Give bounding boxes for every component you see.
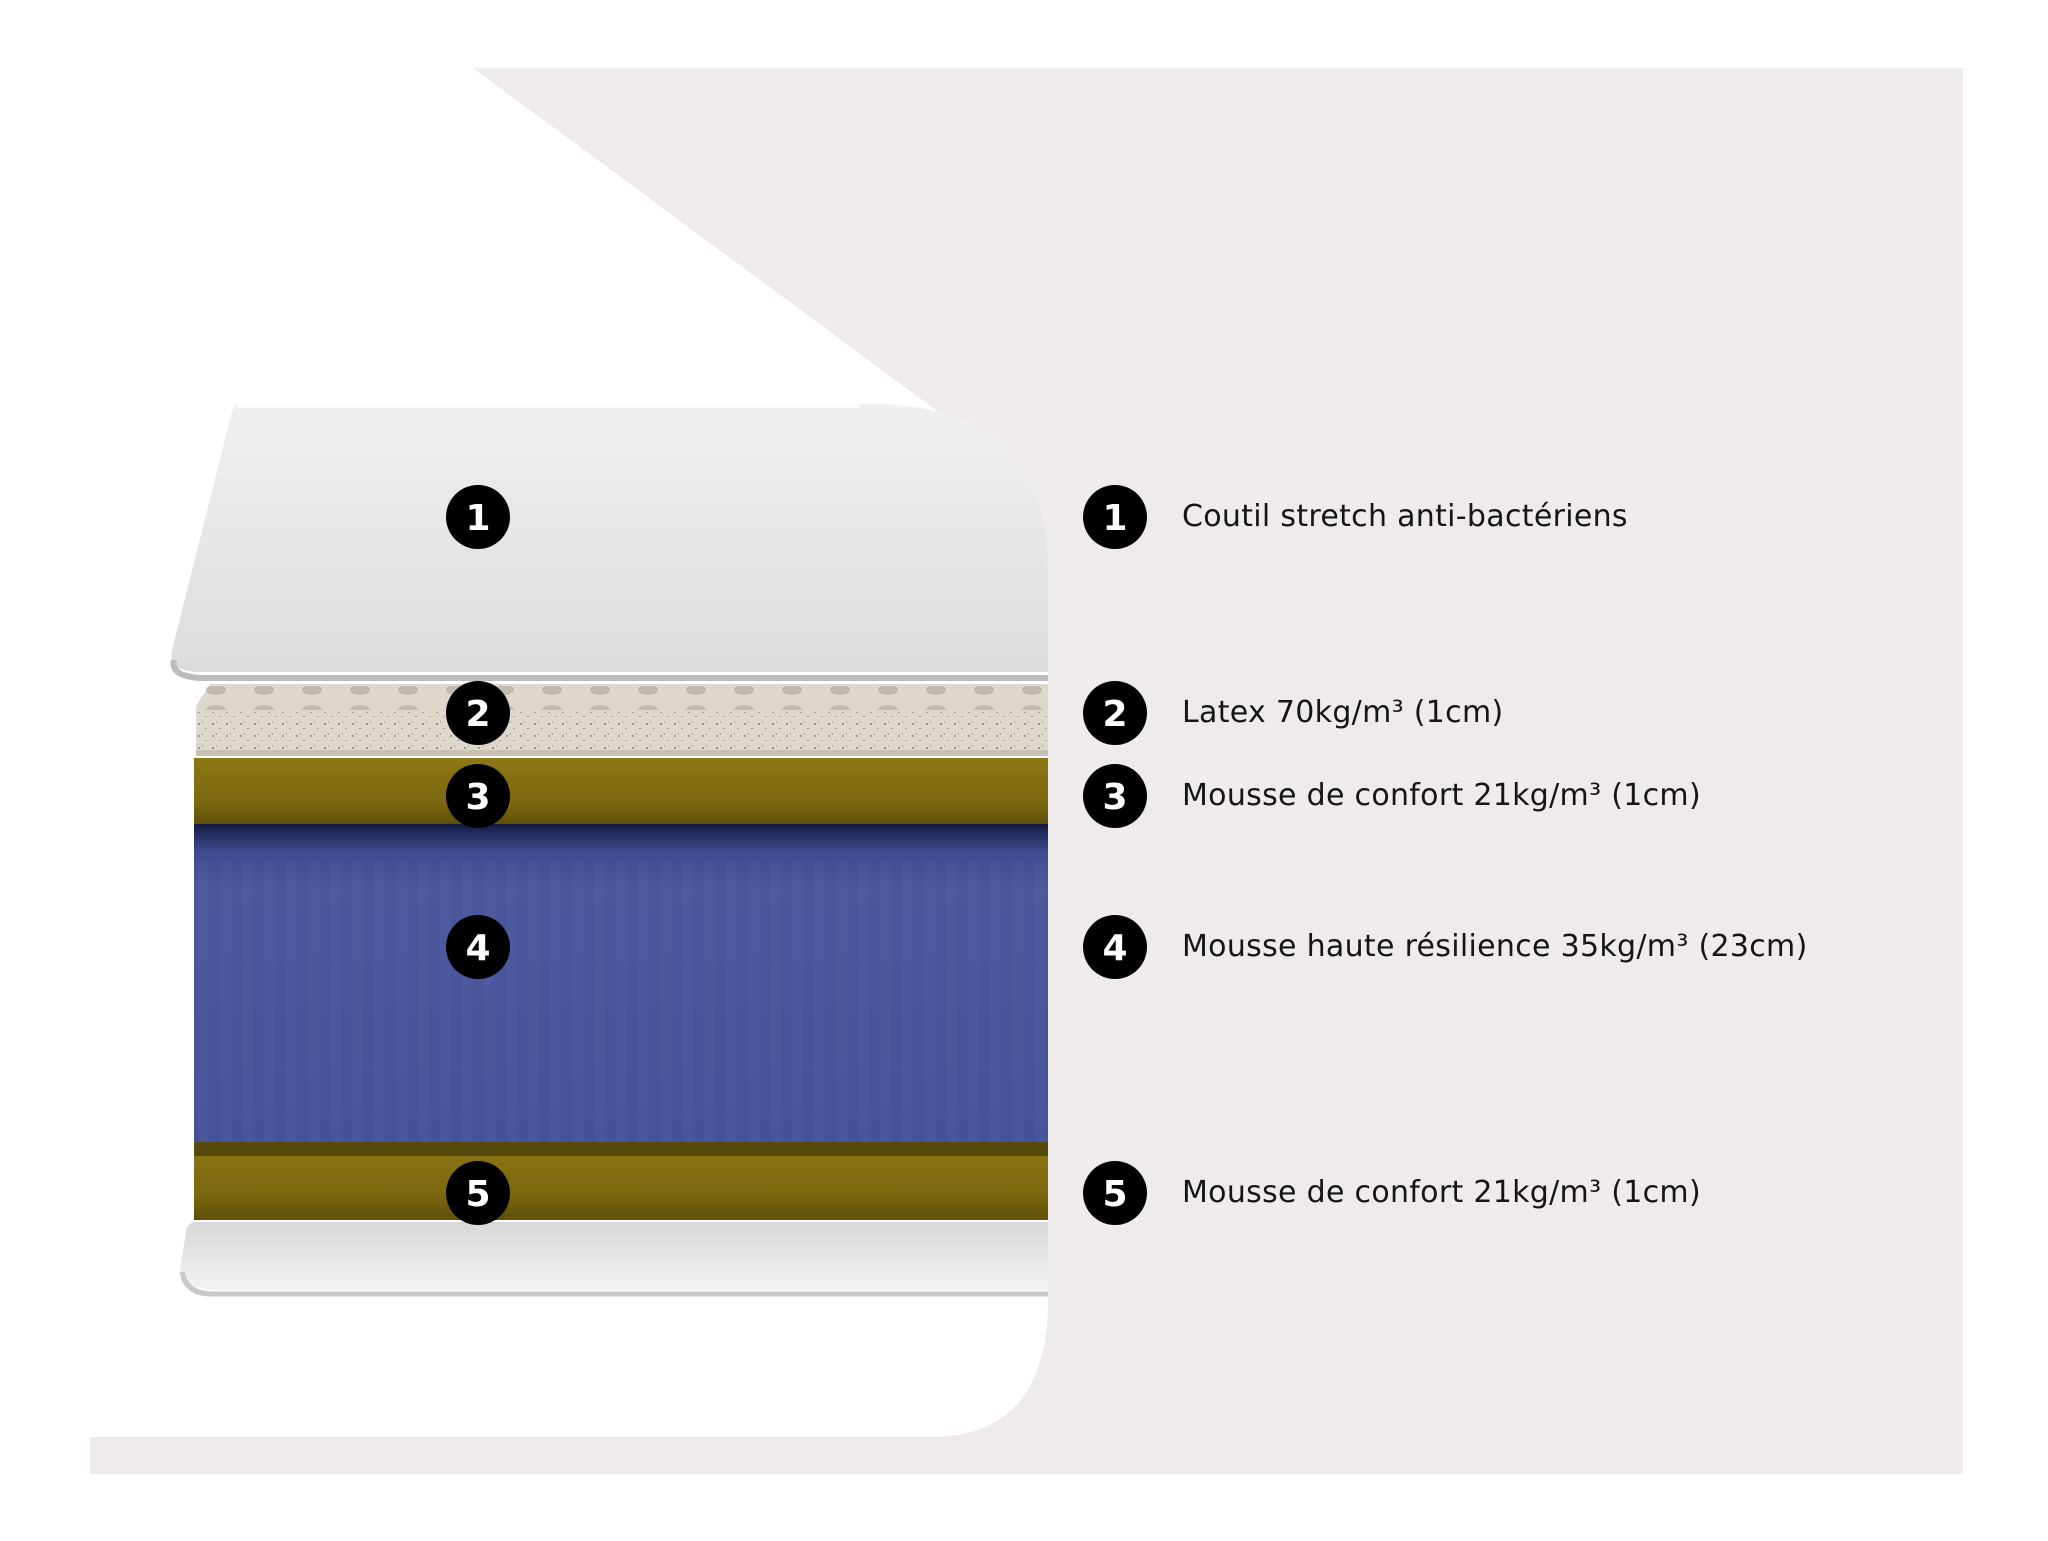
- legend-badge-1: 1: [1083, 485, 1147, 549]
- badge-number: 3: [1102, 777, 1127, 818]
- bottom-cover: [179, 1222, 1048, 1297]
- layer-label-1: Coutil stretch anti-bactériens: [1182, 499, 1628, 534]
- legend-badge-5: 5: [1083, 1161, 1147, 1225]
- legend-badge-2: 2: [1083, 681, 1147, 745]
- badge-number: 4: [1102, 928, 1127, 969]
- legend-badges: 1 2 3 4 5: [1083, 485, 1147, 1225]
- layer-label-3: Mousse de confort 21kg/m³ (1cm): [1182, 778, 1701, 813]
- illustration-badge-4: 4: [446, 915, 510, 979]
- legend-badge-4: 4: [1083, 915, 1147, 979]
- badge-number: 4: [465, 928, 490, 969]
- layer-label-4: Mousse haute résilience 35kg/m³ (23cm): [1182, 929, 1808, 964]
- illustration-badge-3: 3: [446, 764, 510, 828]
- layer-4-hr-foam: [194, 824, 1048, 1142]
- badge-circle: [1083, 915, 1147, 979]
- badge-number: 1: [1102, 498, 1127, 539]
- legend-badge-3: 3: [1083, 764, 1147, 828]
- badge-number: 2: [465, 694, 490, 735]
- badge-number: 3: [465, 777, 490, 818]
- badge-number: 2: [1102, 694, 1127, 735]
- badge-circle: [446, 1161, 510, 1225]
- background-panel: [90, 68, 1963, 1474]
- layer-1-cover: [170, 404, 1049, 681]
- illustration-badge-5: 5: [446, 1161, 510, 1225]
- badge-circle: [446, 764, 510, 828]
- badge-number: 1: [465, 498, 490, 539]
- illustration-badge-2: 2: [446, 681, 510, 745]
- badge-circle: [446, 485, 510, 549]
- badge-circle: [1083, 485, 1147, 549]
- layer-2-latex: [196, 684, 1048, 756]
- badge-circle: [446, 681, 510, 745]
- badge-circle: [1083, 764, 1147, 828]
- badge-circle: [1083, 1161, 1147, 1225]
- layer-label-5: Mousse de confort 21kg/m³ (1cm): [1182, 1175, 1701, 1210]
- layer-label-2: Latex 70kg/m³ (1cm): [1182, 695, 1504, 730]
- illustration-badge-1: 1: [446, 485, 510, 549]
- illustration-badges: 1 2 3 4 5: [446, 485, 510, 1225]
- badge-number: 5: [1102, 1174, 1127, 1215]
- layer-5-comfort-foam: [194, 1142, 1048, 1220]
- badge-number: 5: [465, 1174, 490, 1215]
- badge-circle: [446, 915, 510, 979]
- layer-3-comfort-foam: [194, 758, 1048, 824]
- badge-circle: [1083, 681, 1147, 745]
